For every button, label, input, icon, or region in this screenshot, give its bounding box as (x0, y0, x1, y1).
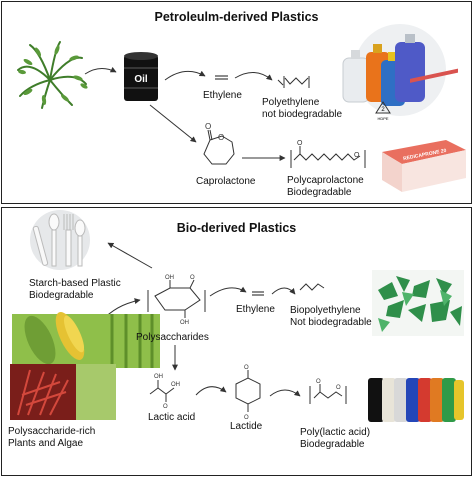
polyethylene-name: Polyethylene (262, 97, 320, 108)
polycaprolactone-note: Biodegradable (287, 187, 352, 198)
polycaprolactone-label: Polycaprolactone Biodegradable (287, 175, 364, 199)
polyethylene-note: not biodegradable (262, 109, 343, 120)
ethylene-label: Ethylene (203, 90, 242, 101)
pla-name: Poly(lactic acid) (300, 427, 371, 438)
starch-name: Starch-based Plastic (29, 278, 121, 289)
bio-panel-title: Bio-derived Plastics (176, 221, 297, 235)
petroleum-panel-title: Petroleulm-derived Plastics (154, 10, 319, 24)
pla-label: Poly(lactic acid) Biodegradable (300, 427, 370, 451)
starch-label: Starch-based Plastic Biodegradable (29, 278, 121, 302)
polyethylene-label: Polyethylene not biodegradable (262, 97, 342, 121)
starch-note: Biodegradable (29, 290, 94, 301)
petroleum-panel: Petroleulm-derived Plastics (1, 1, 472, 204)
biopolyethylene-label: Biopolyethylene Not biodegradable (290, 305, 372, 329)
caprolactone-label: Caprolactone (196, 176, 256, 187)
pla-note: Biodegradable (300, 439, 365, 450)
plants-label: Polysaccharide-rich Plants and Algae (8, 426, 95, 450)
plants-name: Polysaccharide-rich (8, 426, 96, 437)
plants-note: Plants and Algae (8, 438, 84, 449)
lactic-acid-label: Lactic acid (148, 412, 196, 423)
bio-ethylene-label: Ethylene (236, 304, 275, 315)
biopolyethylene-note: Not biodegradable (290, 317, 372, 328)
polysaccharides-label: Polysaccharides (136, 332, 209, 343)
polycaprolactone-name: Polycaprolactone (287, 175, 364, 186)
biopolyethylene-name: Biopolyethylene (290, 305, 361, 316)
lactide-label: Lactide (230, 421, 263, 432)
